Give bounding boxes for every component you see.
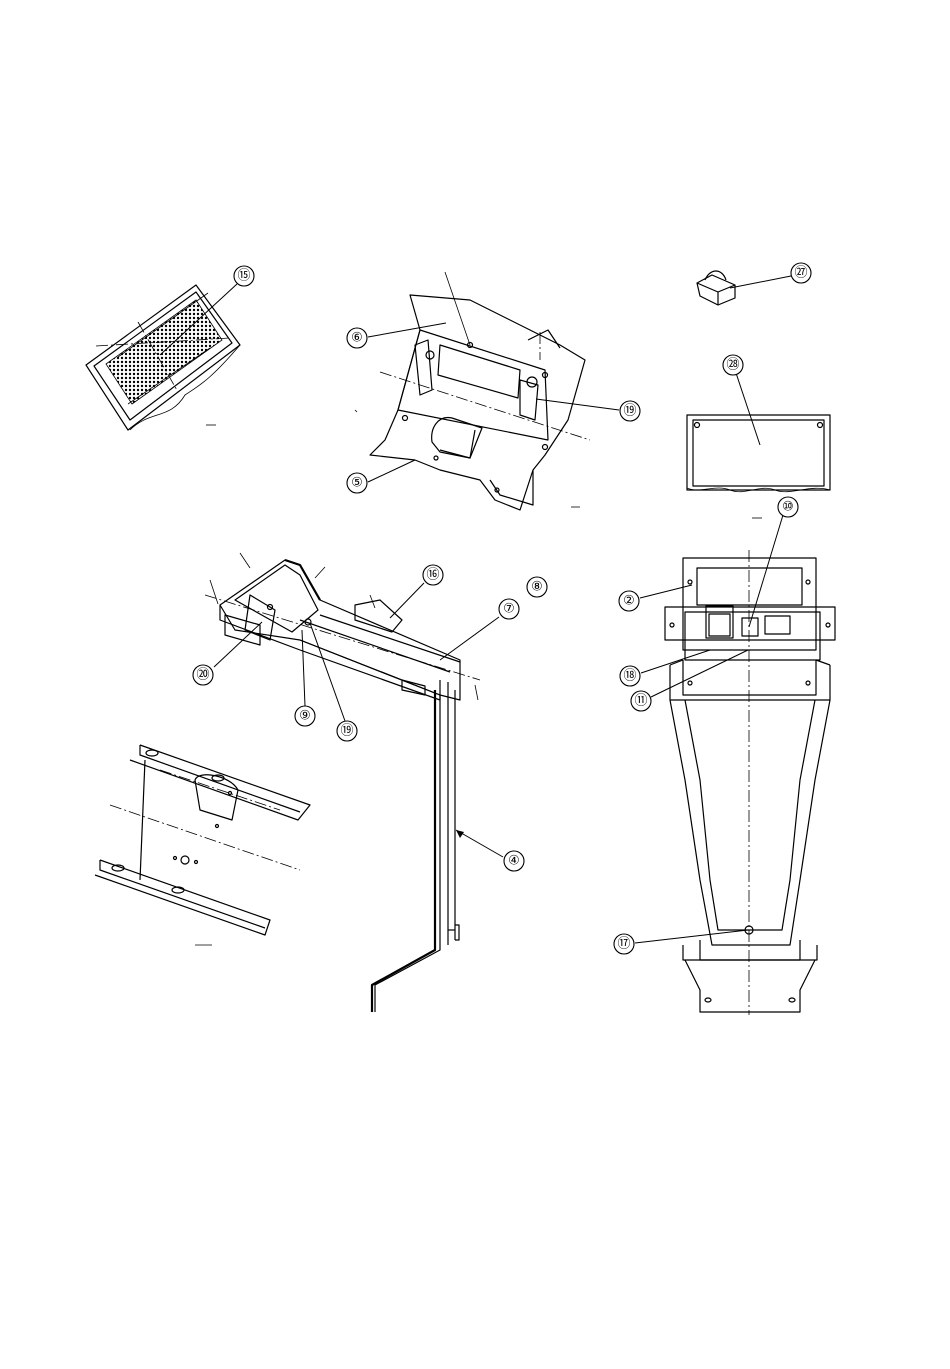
callout-19-lower: ⑲ bbox=[337, 721, 357, 741]
control-bracket-drawing bbox=[355, 272, 590, 510]
svg-text:⑲: ⑲ bbox=[623, 404, 636, 419]
base-plate-drawing bbox=[95, 745, 310, 945]
front-cabinet-drawing bbox=[665, 550, 835, 1015]
svg-text:④: ④ bbox=[508, 854, 520, 869]
svg-text:②: ② bbox=[623, 594, 635, 609]
svg-text:㉗: ㉗ bbox=[794, 266, 807, 281]
callout-15: ⑮ bbox=[234, 266, 254, 286]
leader-lines bbox=[160, 276, 791, 943]
callout-19-upper: ⑲ bbox=[620, 401, 640, 421]
svg-text:⑦: ⑦ bbox=[503, 602, 515, 617]
side-rail-drawing bbox=[372, 680, 459, 1012]
callout-5: ⑤ bbox=[347, 473, 367, 493]
svg-text:⑳: ⑳ bbox=[196, 668, 209, 683]
svg-text:㉘: ㉘ bbox=[726, 358, 739, 373]
svg-text:⑥: ⑥ bbox=[351, 331, 363, 346]
callout-7: ⑦ bbox=[499, 599, 519, 619]
callout-20: ⑳ bbox=[193, 665, 213, 685]
callout-10: ⑩ bbox=[778, 497, 798, 517]
grille-panel-drawing bbox=[86, 285, 240, 430]
svg-text:⑧: ⑧ bbox=[531, 580, 543, 595]
svg-text:⑱: ⑱ bbox=[623, 669, 636, 684]
callout-8: ⑧ bbox=[527, 577, 547, 597]
callout-6: ⑥ bbox=[347, 328, 367, 348]
svg-text:⑤: ⑤ bbox=[351, 476, 363, 491]
small-block-drawing bbox=[697, 271, 735, 305]
callout-18: ⑱ bbox=[620, 666, 640, 686]
svg-text:⑰: ⑰ bbox=[617, 937, 630, 952]
svg-text:⑮: ⑮ bbox=[237, 269, 250, 284]
callout-17: ⑰ bbox=[614, 934, 634, 954]
callout-27: ㉗ bbox=[791, 263, 811, 283]
svg-text:⑪: ⑪ bbox=[634, 694, 647, 709]
callout-9: ⑨ bbox=[295, 706, 315, 726]
svg-text:⑨: ⑨ bbox=[299, 709, 311, 724]
callout-11: ⑪ bbox=[631, 691, 651, 711]
svg-text:⑩: ⑩ bbox=[782, 500, 794, 515]
svg-text:⑲: ⑲ bbox=[340, 724, 353, 739]
rect-plate-drawing bbox=[687, 415, 830, 518]
callout-16: ⑯ bbox=[423, 565, 443, 585]
callout-4: ④ bbox=[504, 851, 524, 871]
callout-28: ㉘ bbox=[723, 355, 743, 375]
callout-2: ② bbox=[619, 591, 639, 611]
svg-text:⑯: ⑯ bbox=[426, 568, 439, 583]
